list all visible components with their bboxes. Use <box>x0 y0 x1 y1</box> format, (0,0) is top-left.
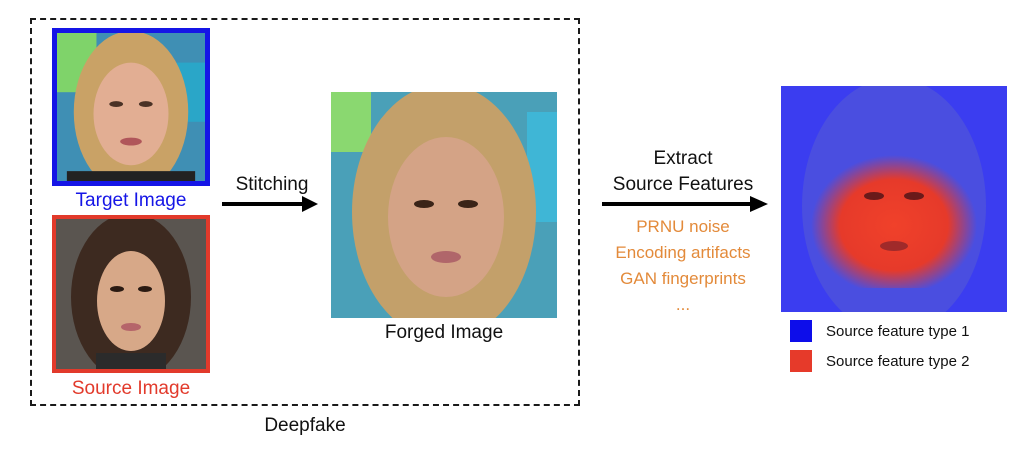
target-image-caption: Target Image <box>75 190 187 211</box>
target-image <box>52 28 210 186</box>
legend-swatch-red <box>790 350 812 372</box>
feature-item: GAN fingerprints <box>620 269 746 288</box>
stitching-arrow <box>222 196 318 212</box>
legend-label: Source feature type 1 <box>826 322 970 340</box>
legend-item-type-1: Source feature type 1 <box>790 318 969 344</box>
extract-arrow <box>602 196 768 212</box>
forged-image <box>331 92 557 318</box>
source-image <box>52 215 210 373</box>
legend-label: Source feature type 2 <box>826 352 970 370</box>
stitching-label: Stitching <box>235 174 309 195</box>
deepfake-region <box>30 18 580 406</box>
feature-list: PRNU noise Encoding artifacts GAN finger… <box>598 214 768 318</box>
feature-item: PRNU noise <box>636 217 730 236</box>
extract-label-line1: Extract <box>653 148 713 169</box>
legend-item-type-2: Source feature type 2 <box>790 348 969 374</box>
extract-label: Extract Source Features <box>598 146 768 198</box>
extract-label-line2: Source Features <box>612 174 754 195</box>
feature-item: Encoding artifacts <box>615 243 751 262</box>
deepfake-label: Deepfake <box>264 415 346 436</box>
source-feature-map <box>781 86 1007 312</box>
source-image-caption: Source Image <box>71 378 191 399</box>
forged-image-caption: Forged Image <box>384 322 504 343</box>
feature-item: ... <box>675 295 691 314</box>
legend-swatch-blue <box>790 320 812 342</box>
